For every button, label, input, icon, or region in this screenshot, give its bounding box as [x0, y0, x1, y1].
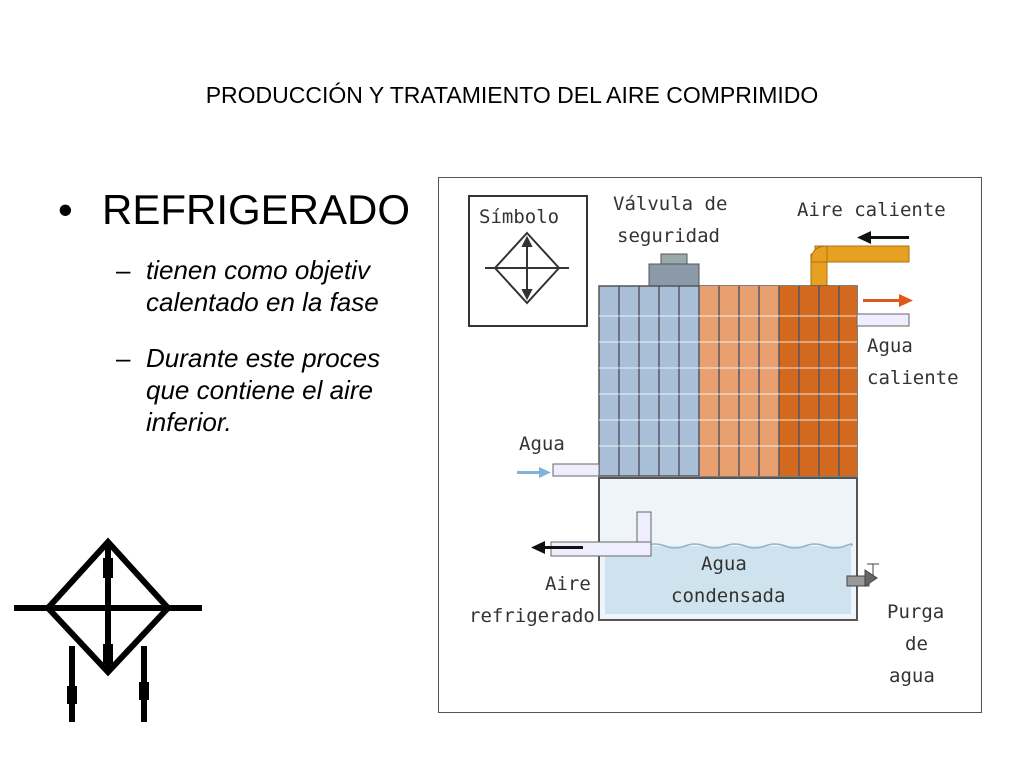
sub2-line3: inferior.	[146, 407, 232, 437]
small-dryer-symbol-icon	[485, 231, 569, 305]
valve-label-1: Válvula de	[613, 193, 727, 215]
purge-label-3: agua	[889, 665, 935, 687]
dash-mark: –	[116, 255, 131, 285]
hot-water-label-1: Agua	[867, 335, 913, 357]
hot-water-pipe	[856, 313, 910, 327]
hot-water-arrow-icon	[863, 294, 913, 307]
refrigerator-diagram: Símbolo Válvula de seguridad Aire calien…	[438, 177, 982, 713]
dash-mark: –	[116, 343, 131, 373]
purge-label-2: de	[905, 633, 928, 655]
cooled-air-label-1: Aire	[545, 573, 591, 595]
safety-valve	[648, 253, 700, 287]
cooled-air-label-2: refrigerado	[469, 605, 595, 627]
valve-label-2: seguridad	[617, 225, 720, 247]
hot-air-pipe	[810, 245, 910, 291]
hot-air-arrow-icon	[857, 231, 909, 244]
bullet-heading: • REFRIGERADO	[58, 186, 410, 234]
water-in-label: Agua	[519, 433, 565, 455]
heading-text: REFRIGERADO	[102, 186, 411, 233]
sub2-line2: que contiene el aire	[146, 375, 373, 405]
cooled-air-arrow-icon	[531, 541, 583, 554]
bullet-mark: •	[58, 186, 73, 233]
water-in-arrow-icon	[517, 467, 551, 478]
sub1-line1: tienen como objetiv	[146, 255, 371, 285]
condensed-label-2: condensada	[671, 585, 785, 607]
hot-water-label-2: caliente	[867, 367, 959, 389]
purge-label-1: Purga	[887, 601, 944, 623]
hot-air-label: Aire caliente	[797, 199, 946, 221]
sub2-line1: Durante este proces	[146, 343, 381, 373]
cooling-tubes	[598, 285, 858, 477]
large-dryer-symbol-icon	[14, 536, 204, 731]
water-in-pipe	[552, 463, 600, 477]
symbol-label: Símbolo	[479, 206, 559, 228]
slide-title: PRODUCCIÓN Y TRATAMIENTO DEL AIRE COMPRI…	[205, 82, 819, 108]
condensed-label-1: Agua	[701, 553, 747, 575]
purge-valve-icon	[846, 563, 879, 587]
sub1-line2: calentado en la fase	[146, 287, 379, 317]
